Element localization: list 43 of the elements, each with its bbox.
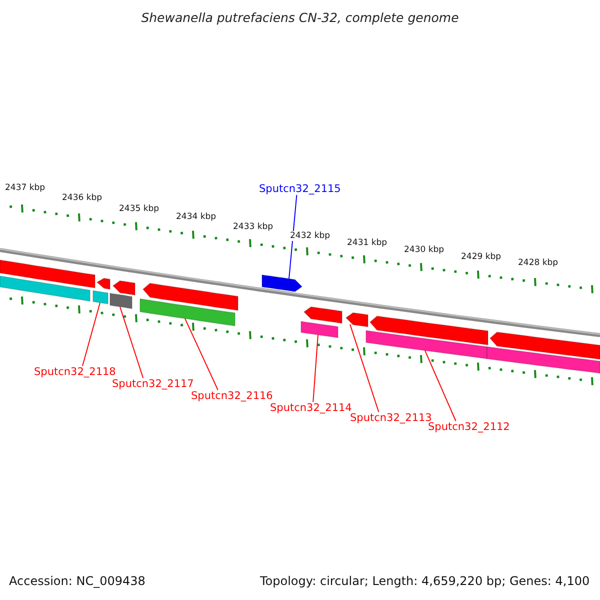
scale-label: 2433 kbp bbox=[233, 222, 274, 232]
gene-label: Sputcn32_2118 bbox=[34, 366, 116, 378]
leader-line bbox=[184, 318, 218, 390]
scale-label: 2435 kbp bbox=[119, 204, 160, 214]
gene-feature bbox=[140, 298, 236, 326]
scale-label: 2436 kbp bbox=[62, 193, 102, 203]
leader-line bbox=[424, 350, 456, 422]
title: Shewanella putrefaciens CN-32, complete genome bbox=[140, 10, 460, 25]
gene-feature bbox=[303, 306, 342, 324]
scale-label: 2429 kbp bbox=[461, 252, 502, 262]
gene-feature bbox=[0, 275, 90, 302]
gene-label: Sputcn32_2115 bbox=[259, 183, 341, 195]
scale-label: 2430 kbp bbox=[404, 245, 444, 255]
leader-line bbox=[350, 324, 380, 412]
gene-feature bbox=[262, 274, 303, 292]
gene-feature bbox=[92, 290, 108, 304]
gene-feature bbox=[369, 316, 488, 346]
gene-feature bbox=[366, 330, 488, 360]
scale-label: 2432 kbp bbox=[290, 231, 330, 241]
scale-label: 2428 kbp bbox=[518, 258, 558, 268]
gene-label: Sputcn32_2117 bbox=[112, 378, 194, 390]
gene-feature bbox=[0, 259, 96, 288]
gene-feature bbox=[489, 332, 600, 360]
genome-summary-text: Topology: circular; Length: 4,659,220 bp; Genes: 4,100 bbox=[260, 574, 590, 588]
gene-label: Sputcn32_2112 bbox=[428, 421, 510, 433]
gene-feature bbox=[486, 346, 600, 374]
leader-line bbox=[312, 334, 318, 402]
gene-feature bbox=[110, 292, 132, 310]
scale-label: 2434 kbp bbox=[176, 212, 216, 222]
scale-label: 2437 kbp bbox=[5, 183, 46, 193]
gene-feature bbox=[345, 312, 368, 328]
gene-feature bbox=[300, 320, 338, 338]
leader-line bbox=[120, 306, 144, 378]
gene-label: Sputcn32_2114 bbox=[270, 402, 352, 414]
gene-feature bbox=[96, 278, 110, 290]
gene-feature bbox=[142, 282, 238, 311]
leader-line bbox=[82, 302, 100, 366]
gene-label: Sputcn32_2113 bbox=[350, 412, 432, 424]
leader-line bbox=[288, 194, 298, 280]
accession-text: Accession: NC_009438 bbox=[9, 574, 146, 588]
gene-feature bbox=[112, 280, 136, 296]
scale-label: 2431 kbp bbox=[347, 238, 388, 248]
gene-label: Sputcn32_2116 bbox=[191, 390, 273, 402]
